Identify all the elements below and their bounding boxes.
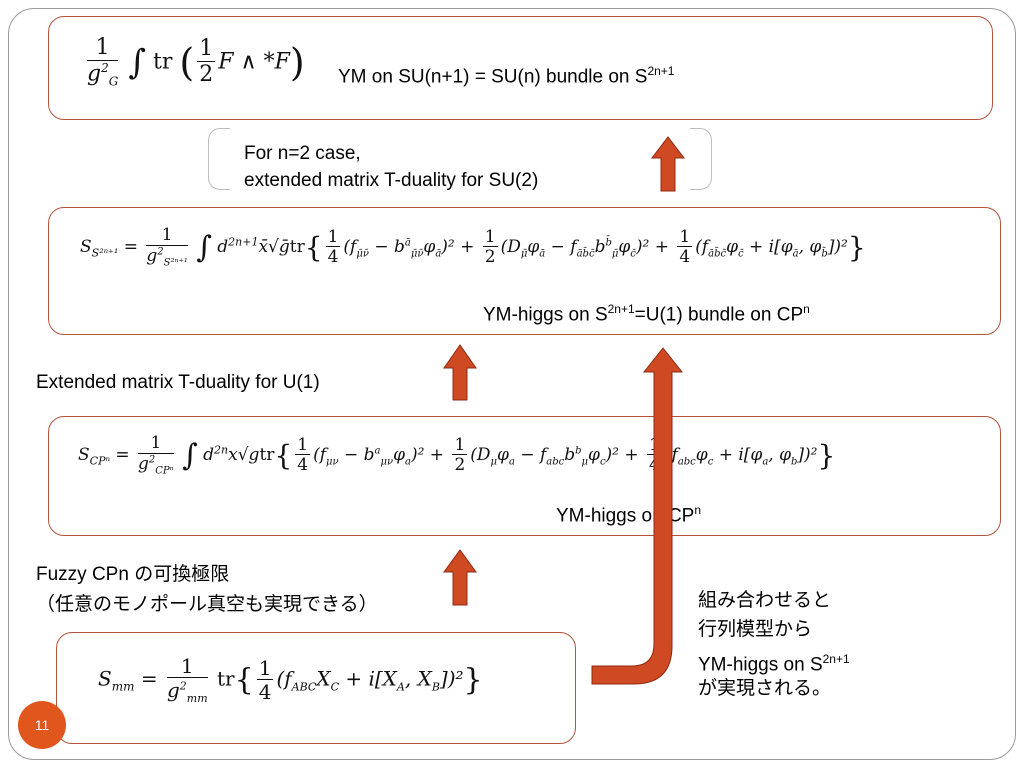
long-bent-arrow [591, 347, 684, 685]
right-note-line-3: YM-higgs on S2n+1 [698, 652, 850, 676]
up-arrow-fuzzy [443, 549, 477, 606]
extended-tduality-u1-label: Extended matrix T-duality for U(1) [36, 372, 320, 393]
cpn-box [48, 416, 1001, 536]
fuzzy-label-line-2: （任意のモノポール真空も実現できる） [36, 594, 378, 615]
s2n1-box [48, 207, 1001, 335]
ym-box [48, 16, 993, 120]
fuzzy-label-line-1: Fuzzy CPn の可換極限 [36, 564, 230, 585]
note-bracket-right [690, 128, 712, 190]
up-arrow-ym [650, 136, 686, 192]
note-bracket-left [208, 128, 230, 190]
right-note-line-2: 行列模型から [698, 619, 813, 640]
right-note-line-4: が実現される。 [698, 678, 832, 699]
note-line-2: extended matrix T-duality for SU(2) [244, 170, 539, 191]
slide-frame [8, 8, 1016, 760]
mm-box [56, 632, 576, 744]
page-number-badge: 11 [18, 701, 66, 749]
right-note-line-1: 組み合わせると [698, 590, 832, 611]
up-arrow-u1 [443, 344, 477, 401]
note-line-1: For n=2 case, [244, 143, 361, 164]
ym-label: YM on SU(n+1) = SU(n) bundle on S2n+1 [338, 64, 675, 88]
s2n1-label: YM-higgs on S2n+1=U(1) bundle on CPn [483, 302, 810, 326]
